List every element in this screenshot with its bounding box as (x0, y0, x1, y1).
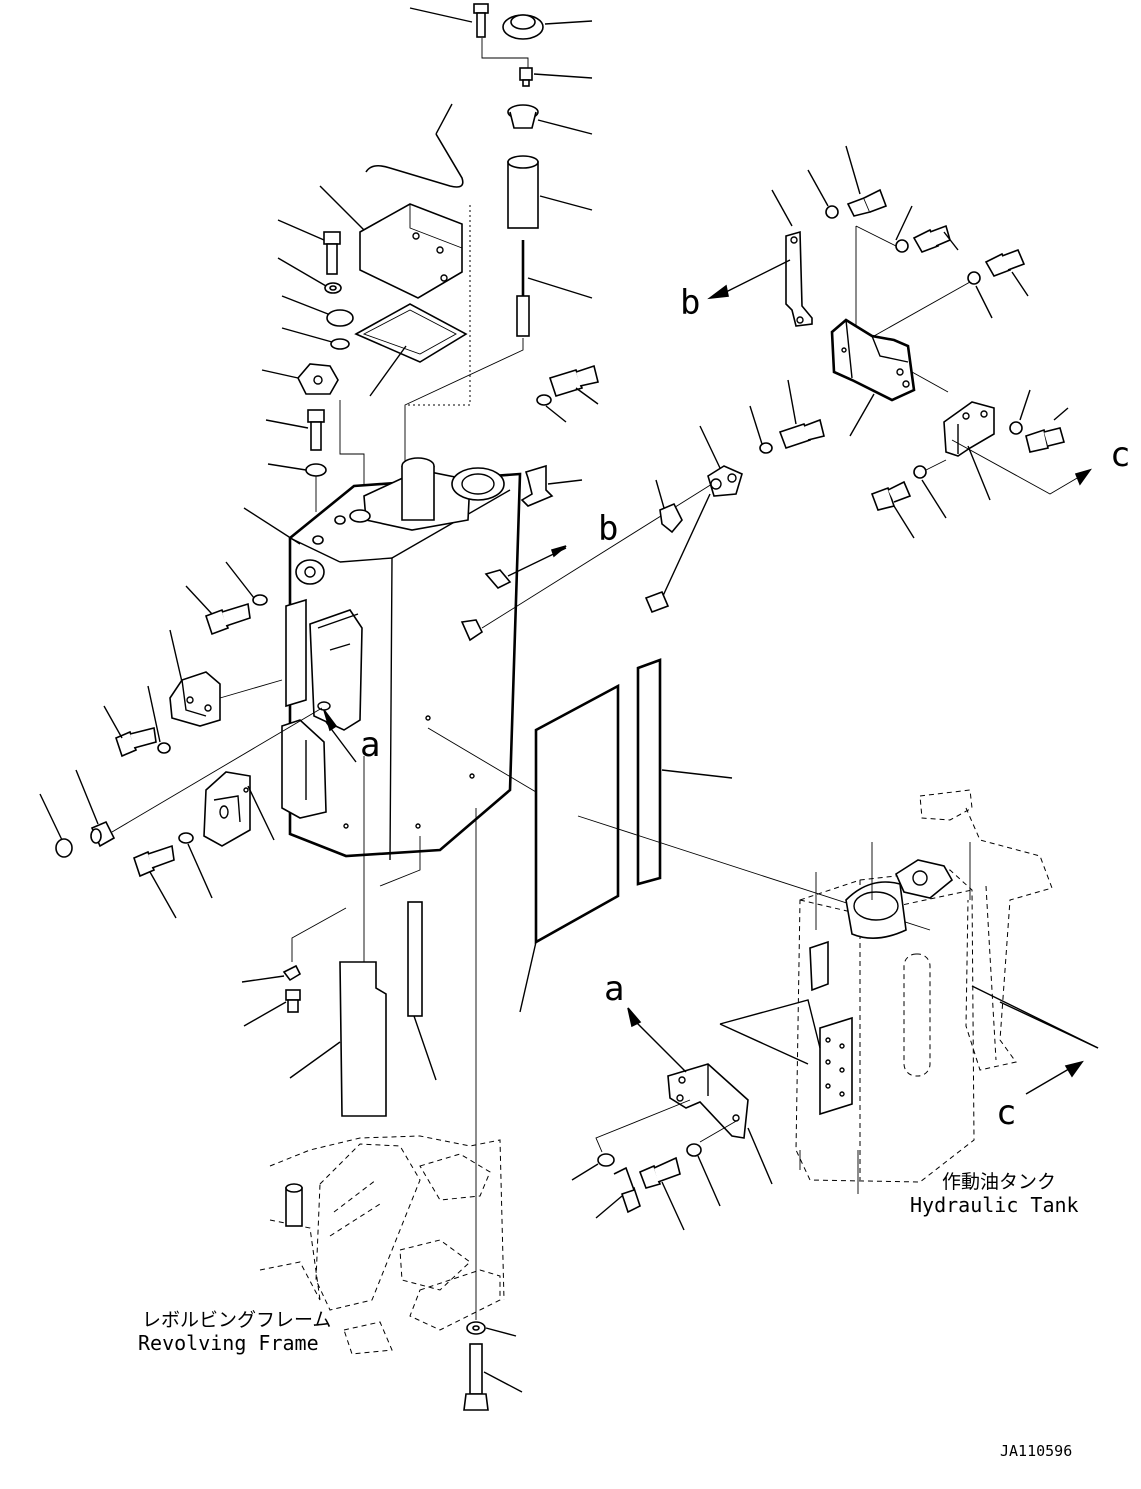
bracket-bolt-lower (133, 844, 177, 919)
bottom-plug (243, 989, 301, 1027)
cover-seal (281, 327, 350, 350)
cover-washer-1 (277, 257, 342, 294)
filter-element (507, 155, 593, 229)
breather-cap (502, 14, 593, 40)
cover-gasket (354, 303, 468, 397)
stay-bracket-b: b (680, 189, 813, 327)
plug-bolt (265, 409, 325, 451)
seal-strip-vertical (407, 901, 437, 1081)
callout-c-label: c (1110, 435, 1130, 475)
stay-washer-3 (967, 271, 993, 319)
handle-rod (365, 103, 464, 188)
plug-washer (267, 463, 327, 512)
gauge-cover (655, 479, 683, 534)
top-bolt (409, 3, 489, 38)
bushing-sleeve (75, 707, 323, 848)
stay-bolt-2 (912, 224, 959, 253)
gauge-washer (749, 405, 773, 454)
stay-bolt-5 (870, 480, 915, 539)
upper-tank-washer (536, 394, 567, 423)
drain-plug (261, 363, 339, 395)
callout-c-view-arrow: c (996, 1060, 1084, 1133)
tank-bolt-left (185, 585, 251, 636)
stay-bolt-1 (845, 145, 888, 217)
callout-b-label: b (598, 509, 618, 549)
support-bracket-a: a (604, 969, 773, 1185)
level-gauge-arm (644, 425, 743, 614)
bushing-cap (39, 793, 73, 858)
drawing-number: JA110596 (1000, 1442, 1072, 1460)
main-mount-bracket (830, 226, 971, 437)
stay-bolt-4 (1025, 407, 1069, 453)
support-washer-1 (571, 1153, 615, 1181)
callout-a-label: a (360, 725, 380, 765)
bracket-washer-lower (178, 832, 213, 899)
stay-washer-2 (855, 205, 913, 253)
heat-shield-panel (289, 961, 387, 1117)
stay-washer-5 (913, 459, 947, 519)
tank-cover-plate (319, 185, 463, 299)
cover-bolt (277, 219, 341, 275)
small-fitting (519, 67, 593, 87)
float-clip: b (484, 509, 618, 589)
main-tank-body (243, 457, 522, 861)
revolving-frame (259, 808, 505, 1355)
frame-long-bolt (463, 1343, 523, 1411)
small-angle-bracket (520, 464, 583, 507)
support-washer-2 (686, 1143, 721, 1207)
callout-a-view-label: a (604, 969, 624, 1009)
stay-bolt-3 (984, 248, 1029, 297)
frame-washer (466, 1321, 517, 1337)
bracket-washer-upper (147, 685, 171, 754)
callout-b-view-label: b (680, 283, 700, 323)
stay-washer-1 (807, 169, 839, 219)
cover-washer-2 (281, 295, 354, 327)
callout-c-view-label: c (996, 1093, 1016, 1133)
strainer-clip (507, 104, 593, 135)
callout-a-arrow: a (323, 709, 380, 765)
upper-tank-bolt (548, 364, 599, 405)
insulation-panel (427, 683, 620, 1013)
side-bracket-lower (203, 771, 275, 847)
dipstick-rod (404, 240, 593, 462)
hydraulic-tank-label-jp: 作動油タンク (942, 1171, 1056, 1193)
side-bracket-upper (169, 629, 283, 727)
support-bolt-1 (595, 1166, 641, 1219)
revolving-frame-label-en: Revolving Frame (138, 1331, 319, 1355)
bottom-seal (241, 964, 302, 983)
stay-bracket-c: c (943, 401, 1130, 501)
foam-strip (636, 658, 733, 886)
hydraulic-tank-label-en: Hydraulic Tank (910, 1193, 1079, 1217)
tank-washer-left (225, 561, 268, 606)
support-bolt-2 (638, 1156, 685, 1231)
bracket-bolt-upper (103, 705, 157, 758)
stay-washer-4 (1009, 389, 1031, 435)
installed-tank-assembly (719, 789, 1099, 1194)
revolving-frame-label-jp: レボルビングフレーム (142, 1309, 331, 1331)
gauge-bolt (778, 379, 825, 450)
